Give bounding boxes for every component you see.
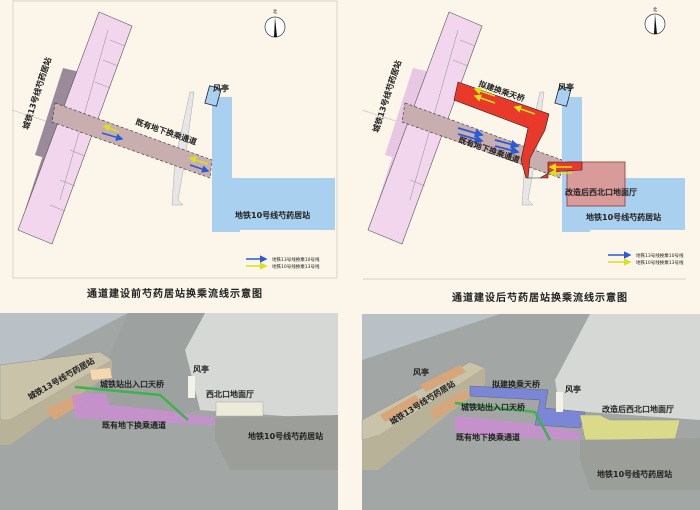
flow-arrow-yellow <box>102 124 120 133</box>
north-label: 北 <box>273 8 278 15</box>
line10-station-label: 地铁10号线芍药居站 <box>597 469 672 479</box>
flow-arrow-blue <box>494 139 520 149</box>
flow-arrow-yellow <box>188 156 209 165</box>
north-compass: 北 <box>644 6 666 35</box>
line10-station-label: 地铁10号线芍药居站 <box>235 210 310 220</box>
plan-before: 北 城铁13号线芍药居站 既有地下换乘通道 风亭 地铁10号线芍药居站 地铁13… <box>11 0 338 300</box>
flow-arrow-blue <box>101 132 124 141</box>
legend-label: 地铁10号线换乘13号线 <box>636 259 684 266</box>
flow-arrow-blue <box>457 127 484 138</box>
line10-station-label: 地铁10号线芍药居站 <box>248 431 323 441</box>
legend-label: 地铁13号线换乘10号线 <box>636 252 684 259</box>
legend: 地铁13号线换乘10号线 地铁10号线换乘13号线 <box>608 251 684 266</box>
proposed-bridge-3d <box>469 385 586 429</box>
line13-station-3d <box>361 361 486 470</box>
entrance-bridge-label: 城铁站出入口天桥 <box>100 379 165 389</box>
vent-kiosk-label: 风亭 <box>193 364 209 374</box>
vent-kiosk-label: 风亭 <box>558 82 574 92</box>
flow-arrows <box>457 87 572 177</box>
flow-arrow-yellow <box>473 94 496 104</box>
legend-label: 地铁10号线换乘13号线 <box>272 263 320 270</box>
flow-arrow-yellow <box>513 105 536 115</box>
vent-kiosk <box>204 85 222 107</box>
flow-arrow-yellow <box>473 87 496 97</box>
proposed-bridge <box>453 81 583 179</box>
entrance-bridge-3d <box>454 401 552 441</box>
line10-station-3d <box>215 415 338 470</box>
road-curve <box>171 91 195 206</box>
panel-frame <box>12 0 338 279</box>
existing-passage-3d <box>455 416 580 440</box>
render-before: 城铁13号线芍药居站 城铁站出入口天桥 风亭 西北口地面厅 既有地下换乘通道 地… <box>0 313 338 510</box>
line10-station-3d <box>580 438 700 490</box>
entrance-bridge-label: 城铁站出入口天桥 <box>461 402 526 412</box>
north-compass: 北 <box>264 8 286 38</box>
vent-kiosk-3d <box>188 376 195 398</box>
flow-arrow-blue <box>189 164 210 173</box>
caption-after: 通道建设后芍药居站换乘流线示意图 <box>452 291 628 304</box>
legend: 地铁13号线换乘10号线 地铁10号线换乘13号线 <box>246 255 320 270</box>
legend-label: 地铁13号线换乘10号线 <box>272 256 320 263</box>
existing-passage-label: 既有地下换乘通道 <box>456 432 520 442</box>
vent-kiosk-label: 风亭 <box>213 83 229 93</box>
line10-station-label: 地铁10号线芍药居站 <box>586 212 661 222</box>
renovated-hall-label: 改造后西北口地面厅 <box>565 187 637 197</box>
existing-passage-3d <box>72 393 215 425</box>
caption-before: 通道建设前芍药居站换乘流线示意图 <box>87 287 263 300</box>
entrance-bridge-3d <box>74 385 189 421</box>
flow-arrow-blue <box>494 145 520 155</box>
north-label: 北 <box>653 6 658 13</box>
vent-kiosk-label-2: 风亭 <box>565 384 581 394</box>
existing-passage-label: 既有地下换乘通道 <box>102 420 166 430</box>
line10-station-plan <box>212 97 335 232</box>
render-after: 风亭 城铁13号线芍药居站 拟建换乘天桥 城铁站出入口天桥 风亭 改造后西北口地… <box>361 314 700 510</box>
nw-hall-3d <box>215 401 264 417</box>
vent-kiosk-3d <box>556 392 563 412</box>
vent-kiosk <box>554 85 572 107</box>
renovated-hall-label: 改造后西北口地面厅 <box>602 404 674 414</box>
flow-arrow-blue <box>457 133 484 144</box>
existing-passage <box>51 102 213 179</box>
nw-hall-label: 西北口地面厅 <box>206 389 254 399</box>
proposed-bridge-label: 拟建换乘天桥 <box>492 379 541 389</box>
vent-kiosk-label: 风亭 <box>413 367 429 377</box>
plan-after: 北 城铁13号线芍药居站 拟建换乘天桥 既有地下换乘通道 风亭 改造后西北口地面… <box>361 6 686 304</box>
